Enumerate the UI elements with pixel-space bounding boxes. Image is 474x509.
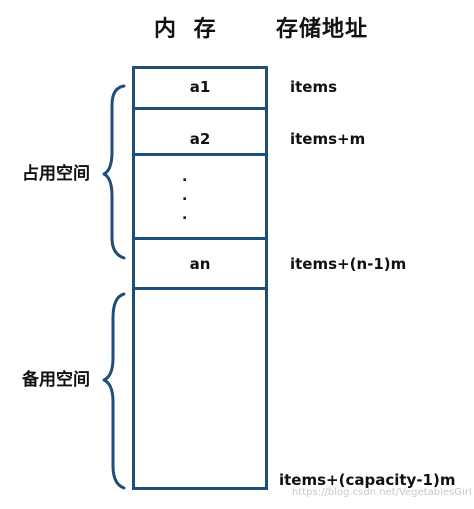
cell-divider <box>132 237 268 240</box>
used-space-brace <box>102 84 126 260</box>
cell-divider <box>132 107 268 110</box>
spare-space-brace <box>102 292 126 490</box>
region-label-spare: 备用空间 <box>22 370 90 390</box>
ellipsis-dot: . <box>182 207 188 223</box>
watermark: https://blog.csdn.net/VegetablesGirl <box>292 487 472 498</box>
cell-label-an: an <box>189 255 211 273</box>
memory-heading: 内 存 <box>154 17 217 42</box>
ellipsis-dot: . <box>182 169 188 185</box>
cell-label-a2: a2 <box>189 130 211 148</box>
cell-label-a1: a1 <box>189 78 211 96</box>
address-heading: 存储地址 <box>276 17 369 42</box>
address-items-plus-m: items+m <box>290 130 366 148</box>
address-items-capacity-minus-1: items+(capacity-1)m <box>279 471 456 489</box>
region-label-used: 占用空间 <box>22 164 90 184</box>
address-items-n-minus-1: items+(n-1)m <box>290 255 407 273</box>
cell-divider <box>132 153 268 156</box>
address-items: items <box>290 78 338 96</box>
cell-divider <box>132 287 268 290</box>
memory-column <box>132 66 268 490</box>
ellipsis-dot: . <box>182 188 188 204</box>
